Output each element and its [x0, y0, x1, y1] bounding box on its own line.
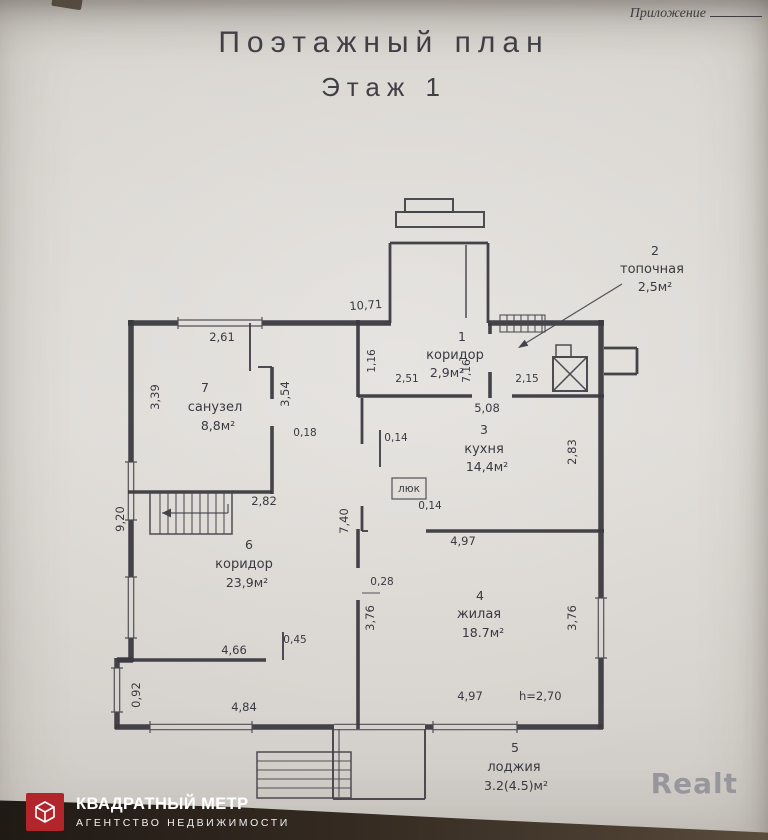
- room5-name: лоджия: [487, 760, 540, 775]
- room7-name: санузел: [188, 400, 243, 415]
- loggia: [256, 729, 426, 800]
- page-subtitle: Этаж 1: [321, 72, 447, 102]
- dim-vest-left: 0,92: [129, 682, 143, 708]
- dim-kitchen-top: 5,08: [474, 401, 500, 415]
- dim-vest-top: 4,66: [221, 643, 247, 657]
- cube-icon: [35, 801, 55, 823]
- dim-hall1-w1: 2,51: [395, 373, 418, 385]
- agency-text: КВАДРАТНЫЙ МЕТР АГЕНТСТВО НЕДВИЖИМОСТИ: [76, 795, 290, 829]
- annex-blank-line: [710, 2, 762, 17]
- annex-label: Приложение: [630, 2, 762, 22]
- room4-area: 18.7м²: [462, 625, 504, 640]
- room1-area: 2,9м²: [430, 365, 464, 380]
- dim-vest-door: 0,45: [283, 634, 306, 646]
- dim-hall6-height: 7,40: [337, 508, 351, 534]
- room3-area: 14,4м²: [466, 459, 508, 474]
- room5-number: 5: [511, 740, 519, 755]
- dim-kitchen-gap1: 0,14: [384, 432, 408, 444]
- agency-footer: КВАДРАТНЫЙ МЕТР АГЕНТСТВО НЕДВИЖИМОСТИ: [26, 793, 290, 831]
- room4-name: жилая: [457, 607, 501, 622]
- stair-direction-arrow: [162, 508, 171, 518]
- dim-vest-bottom: 4,84: [231, 700, 257, 714]
- room6-area: 23,9м²: [226, 575, 268, 590]
- staircase: [149, 491, 233, 535]
- page-title: Поэтажный план: [218, 26, 550, 59]
- dim-top-length: 10,71: [349, 297, 383, 313]
- room6-number: 6: [245, 537, 253, 552]
- dim-san-left: 3,39: [148, 384, 162, 410]
- room2-pointer-arrow: [518, 283, 623, 348]
- annex-text: Приложение: [629, 6, 706, 21]
- room2-area: 2,5м²: [638, 279, 672, 294]
- room3-name: кухня: [464, 442, 504, 457]
- room5-area: 3.2(4.5)м²: [484, 778, 548, 793]
- room2-number: 2: [651, 243, 659, 258]
- dim-san-door: 0,18: [293, 427, 316, 439]
- dim-ceiling-height: h=2,70: [519, 689, 562, 703]
- dim-hall1-left: 1,16: [366, 349, 378, 373]
- dim-living-left: 3,76: [363, 605, 377, 631]
- dim-left-height: 9,20: [113, 506, 127, 532]
- room2-name: топочная: [620, 262, 684, 277]
- dim-living-bottom: 4,97: [457, 689, 483, 703]
- boiler-icon: [552, 356, 588, 392]
- dim-kitchen-gap2: 0,14: [418, 500, 442, 512]
- room6-name: коридор: [215, 557, 273, 572]
- dim-hall1-w2: 2,15: [515, 373, 538, 385]
- boiler-room-symbols: [499, 314, 588, 392]
- dim-san-right: 3,54: [278, 381, 292, 407]
- dim-living-right: 3,76: [565, 605, 579, 631]
- room1-number: 1: [458, 329, 466, 344]
- dimension-labels: 10,71 2,61 3,39 3,54 0,18 1,16 2,51 7,16…: [113, 297, 579, 714]
- room4-number: 4: [476, 588, 484, 603]
- realt-watermark: Realt: [650, 767, 738, 800]
- dim-kitchen-right: 2,83: [565, 439, 579, 465]
- dim-living-gap: 0,28: [370, 576, 393, 588]
- room7-number: 7: [201, 380, 209, 395]
- agency-brand-name: КВАДРАТНЫЙ МЕТР: [76, 795, 249, 813]
- entrance-porch: [388, 198, 490, 323]
- room7-area: 8,8м²: [201, 418, 235, 433]
- agency-tagline: АГЕНТСТВО НЕДВИЖИМОСТИ: [76, 817, 290, 829]
- title-block: Поэтажный план Этаж 1: [0, 26, 768, 103]
- dim-san-top: 2,61: [209, 330, 235, 344]
- flue-icon: [555, 344, 572, 358]
- dim-kitchen-bottom: 4,97: [450, 534, 476, 548]
- outer-walls: [114, 320, 639, 730]
- dim-hall1-mid: 7,16: [461, 359, 473, 383]
- room1-name: коридор: [426, 348, 484, 363]
- agency-logo: [26, 793, 64, 831]
- room-labels: 7 санузел 8,8м² 1 коридор 2,9м² 2 топочн…: [188, 243, 684, 793]
- hatch-label: люк: [398, 483, 420, 495]
- dim-stairs-width: 2,82: [251, 494, 277, 508]
- room3-number: 3: [480, 422, 488, 437]
- hatch-box: люк: [391, 477, 427, 500]
